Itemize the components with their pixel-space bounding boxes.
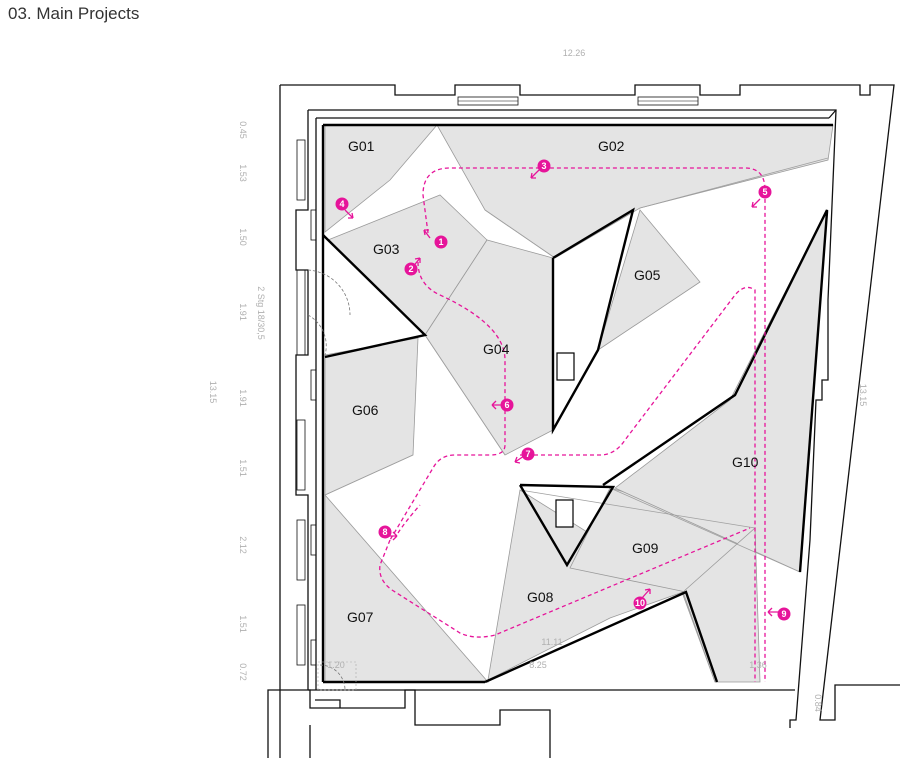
dimension-left-seg: 1.51 [238, 615, 248, 633]
gallery-label-g09: G09 [632, 540, 659, 556]
route-line [379, 527, 751, 638]
route-line [397, 504, 421, 534]
route-marker-1: 1 [434, 235, 448, 249]
dimension-left-seg: 1.51 [238, 459, 248, 477]
dimensions: 12.26 13.15 13.15 0.45 1.53 1.50 1.91 1.… [208, 48, 868, 712]
route-marker-7: 7 [521, 447, 535, 461]
svg-text:2: 2 [408, 264, 413, 274]
dimension-bottom-inner: 11.11 [541, 637, 562, 647]
gallery-label-g03: G03 [373, 241, 400, 257]
dimension-left-seg: 1.91 [238, 389, 248, 407]
dimension-top-width: 12.26 [563, 48, 586, 58]
gallery-label-g08: G08 [527, 589, 554, 605]
dimension-left-total: 13.15 [208, 381, 218, 404]
building-walls [267, 84, 900, 758]
dimension-corner: 0.84 [813, 694, 823, 712]
svg-text:7: 7 [525, 449, 530, 459]
dimension-left-seg: 0.72 [238, 663, 248, 681]
route-marker-8: 8 [378, 525, 392, 539]
gallery-label-g04: G04 [483, 341, 510, 357]
route-marker-4: 4 [335, 197, 349, 211]
svg-text:3: 3 [541, 161, 546, 171]
dimension-left-seg: 1.53 [238, 164, 248, 182]
route-line [389, 261, 506, 541]
gallery-area-g05 [597, 209, 701, 351]
gallery-label-g05: G05 [634, 267, 661, 283]
dimension-left-seg: 1.91 [238, 303, 248, 321]
route-marker-5: 5 [758, 185, 772, 199]
route-markers: 1 2 3 4 5 6 7 8 9 10 [335, 159, 791, 621]
route-line [520, 286, 756, 682]
svg-text:8: 8 [382, 527, 387, 537]
gallery-area-g07 [324, 493, 489, 683]
door-swing [307, 269, 351, 316]
svg-text:6: 6 [504, 400, 509, 410]
dimension-bottom-center: 8.25 [529, 660, 547, 670]
gallery-labels: G01 G02 G03 G04 G05 G06 G07 G08 G09 G10 [347, 138, 759, 625]
page-title: 03. Main Projects [8, 4, 140, 23]
gallery-label-g10: G10 [732, 454, 759, 470]
svg-text:9: 9 [781, 609, 786, 619]
gallery-areas [324, 124, 834, 683]
dimension-left-seg: 1.50 [238, 228, 248, 246]
route-marker-3: 3 [537, 159, 551, 173]
display-case [555, 499, 574, 528]
gallery-edges [324, 157, 829, 573]
route-line [422, 167, 766, 682]
dimension-stair: 2 Stg 18/30,5 [256, 286, 266, 340]
route-marker-6: 6 [500, 398, 514, 412]
dimension-bottom-left: 1.20 [327, 660, 345, 670]
svg-text:5: 5 [762, 187, 767, 197]
dimension-bottom-right: 1.36 [749, 660, 767, 670]
visitor-route [379, 167, 766, 682]
partition-walls [321, 123, 833, 684]
gallery-area-g09-lower [682, 527, 761, 683]
dimension-right-total: 13.15 [858, 384, 868, 407]
door-swing [307, 314, 327, 356]
svg-text:4: 4 [339, 199, 344, 209]
gallery-label-g02: G02 [598, 138, 625, 154]
gallery-label-g06: G06 [352, 402, 379, 418]
route-marker-10: 10 [633, 596, 647, 610]
route-marker-9: 9 [777, 607, 791, 621]
gallery-label-g01: G01 [348, 138, 375, 154]
display-case [556, 352, 575, 381]
gallery-label-g07: G07 [347, 609, 374, 625]
svg-text:1: 1 [438, 237, 443, 247]
dimension-left-seg: 2.12 [238, 536, 248, 554]
route-marker-2: 2 [404, 262, 418, 276]
dimension-left-seg: 0.45 [238, 121, 248, 139]
svg-text:10: 10 [635, 598, 645, 608]
